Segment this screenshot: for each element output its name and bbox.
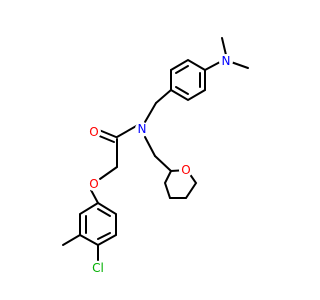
bond-n-ch2-thf: [144, 136, 156, 157]
chlorine-label: Cl: [92, 261, 104, 275]
bond-carbonyl-double-b: [96, 134, 115, 143]
thf-oxygen-label: O: [181, 163, 190, 177]
bond-nme2-methyl-b: [230, 61, 249, 69]
bond-oether-ring: [90, 189, 99, 204]
bond-ring-nme2: [204, 61, 221, 71]
ring-top-double-3: [175, 86, 189, 95]
ring-bottom-double-3: [97, 232, 111, 240]
bond-ch2-oether: [99, 166, 118, 180]
structure-diagram: O N O O N Cl: [62, 37, 249, 276]
ring-bottom-double-1: [97, 208, 111, 217]
bond-co-n: [116, 124, 139, 138]
ether-oxygen-label: O: [89, 177, 98, 191]
molecule-canvas: O N O O N Cl: [62, 37, 249, 276]
dimethylamino-nitrogen-label: N: [222, 54, 231, 68]
bond-n-ch2-benzyl: [144, 102, 157, 123]
bond-carbonyl-double-a: [98, 129, 117, 138]
bond-ring-methyl: [62, 234, 81, 246]
atom-layer: O N O O N Cl: [87, 54, 233, 276]
bond-ch2-thf-c2: [154, 155, 172, 172]
ring-top-double-1: [175, 65, 189, 74]
bond-ch2-ring-top: [155, 89, 172, 104]
bond-nme2-methyl-a: [221, 37, 227, 56]
bond-layer: [62, 37, 249, 261]
carbonyl-oxygen-label: O: [89, 125, 98, 139]
amide-nitrogen-label: N: [138, 122, 147, 136]
